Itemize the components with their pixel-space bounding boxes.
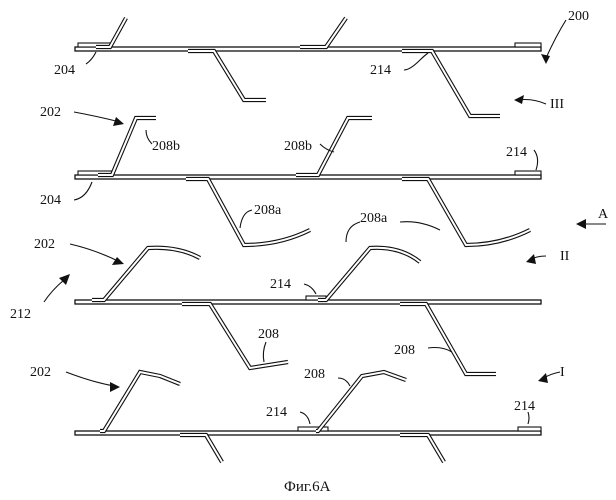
label-III: III [550, 97, 564, 112]
label-214-row-2: 214 [506, 145, 527, 160]
strut-row-4-down-left [180, 435, 222, 462]
label-204-row-2: 204 [40, 193, 61, 208]
label-202-row-3: 202 [34, 237, 55, 252]
arrowhead-A [576, 219, 586, 229]
label-208-right: 208 [394, 343, 415, 358]
leader-202-row-4 [66, 372, 114, 386]
reference-labels: 200 204 214 III 202 208b 208b 214 204 20… [10, 9, 609, 420]
label-214-row-3: 214 [270, 277, 291, 292]
arrowhead-II [526, 254, 536, 264]
label-204-top: 204 [54, 63, 75, 78]
label-200: 200 [568, 9, 589, 24]
strip-row-4 [75, 427, 541, 435]
label-I: I [560, 365, 565, 380]
label-212: 212 [10, 307, 31, 322]
strut-row-4-up-right [316, 372, 406, 431]
label-202-row-4: 202 [30, 365, 51, 380]
tab-214-row-1 [515, 43, 541, 47]
arrowhead-I [538, 373, 548, 383]
label-208a-right: 208a [360, 211, 388, 226]
tab-214-row-4-left [298, 427, 328, 431]
label-202-row-2: 202 [40, 105, 61, 120]
strut-row-1-down-right [402, 51, 500, 116]
leader-214-row-3 [304, 284, 316, 294]
strut-208-right [400, 304, 496, 374]
leader-212 [44, 280, 64, 302]
label-208-row-4: 208 [304, 367, 325, 382]
leader-208a-right-2 [400, 222, 440, 230]
leader-202-row-3 [70, 244, 120, 262]
strip-row-1 [75, 18, 541, 51]
leader-214-row-1 [404, 53, 428, 70]
strut-row-2-up-left [98, 118, 156, 175]
label-214-row-4-right: 214 [514, 399, 535, 414]
label-214-row-1: 214 [370, 63, 391, 78]
strut-208b-left [188, 51, 266, 100]
tab-214-row-2 [515, 171, 541, 175]
strut-208a-right [402, 179, 530, 245]
label-A: A [598, 207, 609, 222]
strut-row-4-down-right [400, 435, 444, 462]
leader-204-top [86, 52, 96, 64]
arrowhead-202-row-4 [110, 382, 120, 392]
strut-row-3-up-right [318, 248, 420, 300]
tab-214-row-4-right [518, 427, 541, 431]
label-208a-left: 208a [254, 203, 282, 218]
leader-208a-left [240, 210, 252, 228]
arrowhead-202-row-2 [113, 117, 124, 126]
leader-200 [546, 20, 566, 58]
strut-row-4-up-left [100, 372, 180, 431]
figure-caption: Фиг.6А [284, 479, 331, 495]
leader-208-row-4 [338, 378, 350, 386]
label-II: II [560, 249, 570, 264]
leader-208a-right [346, 222, 360, 242]
leader-lines [44, 20, 606, 424]
leader-202-row-2 [74, 112, 120, 122]
leader-208-left [263, 342, 266, 362]
arrowhead-202-row-3 [112, 257, 124, 265]
label-208b-right: 208b [284, 139, 312, 154]
strut-row-1-up-right [300, 18, 346, 47]
label-208b-left: 208b [152, 139, 180, 154]
leader-214-row-2 [534, 150, 538, 170]
leader-208-right [428, 348, 452, 353]
leader-214-row-4-left [300, 412, 310, 424]
arrowhead-III [514, 95, 524, 104]
label-214-row-4-left: 214 [266, 405, 287, 420]
leader-204-row-2 [74, 182, 92, 200]
strut-row-3-up-left [92, 248, 200, 300]
arrowhead-200 [541, 54, 550, 64]
label-208-left: 208 [258, 327, 279, 342]
strip-row-3 [75, 296, 541, 304]
